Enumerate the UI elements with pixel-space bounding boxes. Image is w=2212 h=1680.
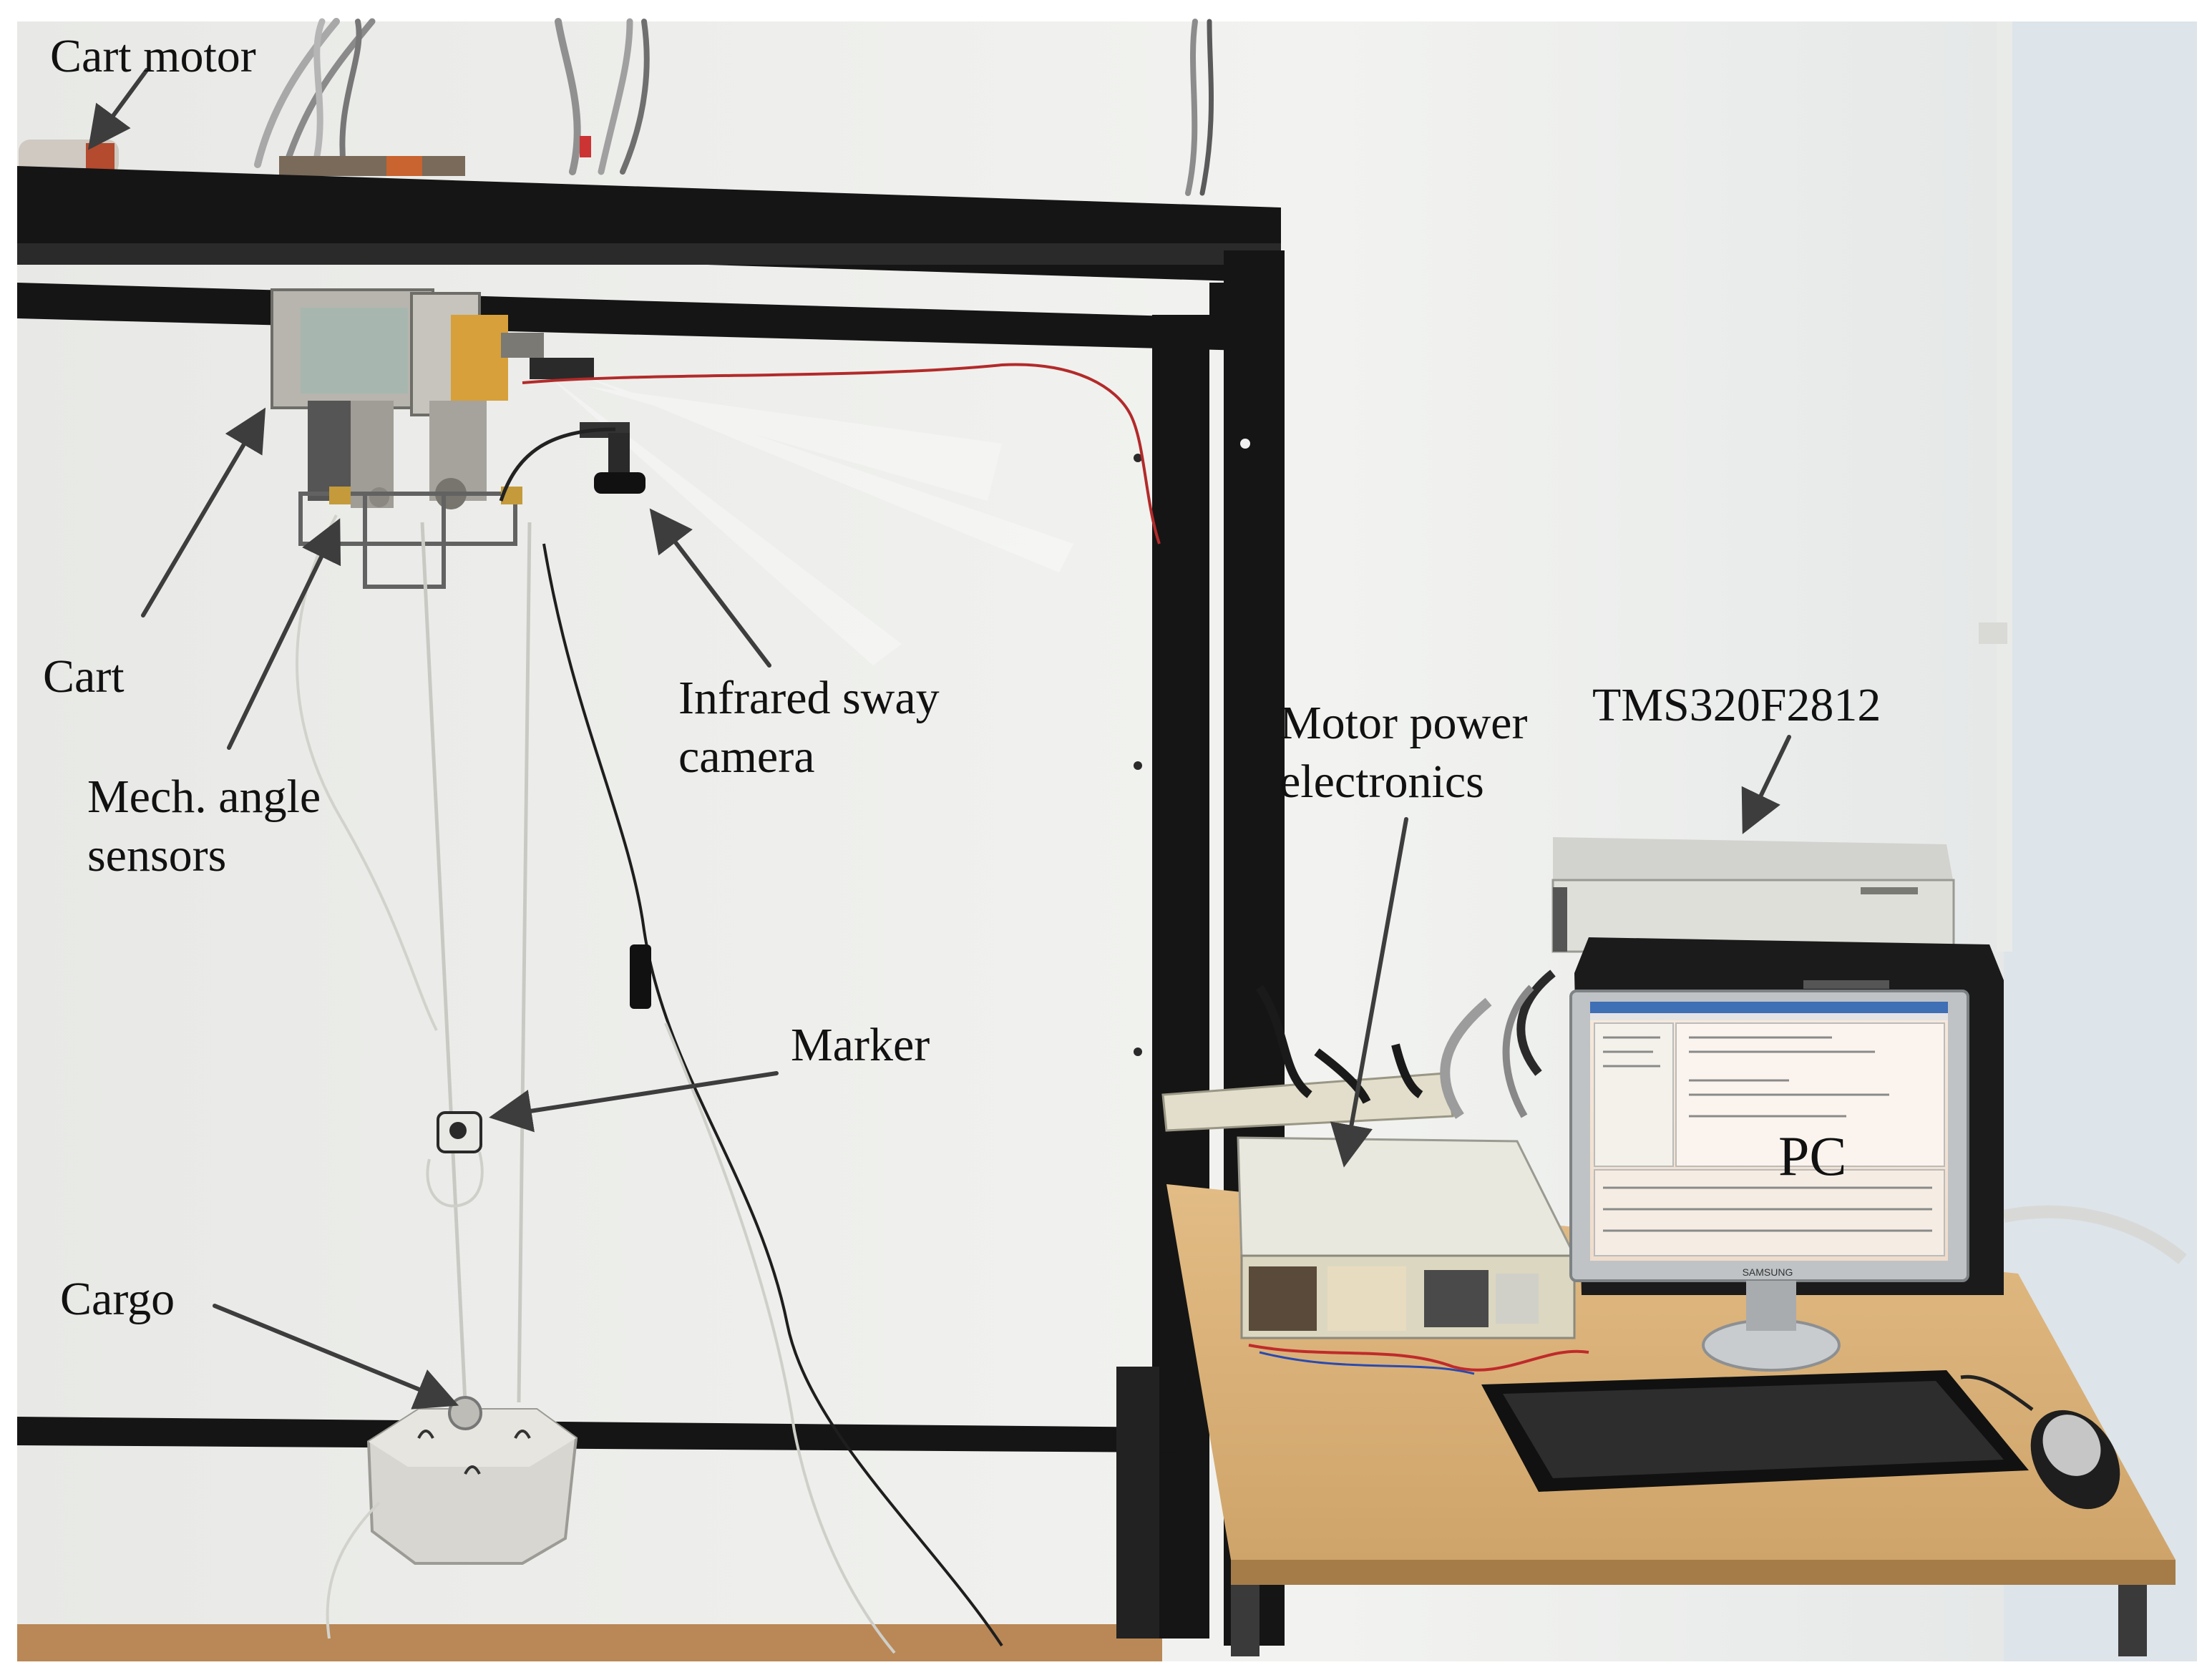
- arrow-mech-angle-sensors: [227, 518, 341, 750]
- cart-assembly: [271, 288, 594, 589]
- infrared-sway-camera: [499, 422, 645, 502]
- mouse: [1960, 1374, 2120, 1510]
- monitor-brand: SAMSUNG: [1743, 1266, 1793, 1278]
- annotation-arrows: [87, 68, 1791, 1410]
- light-reflections: [544, 372, 1073, 665]
- label-cargo: Cargo: [60, 1273, 175, 1325]
- arrow-marker: [489, 1071, 779, 1133]
- power-strip: [1161, 985, 1492, 1132]
- label-motor-power-line1: Motor power: [1280, 697, 1528, 749]
- cargo-box: [326, 1396, 578, 1639]
- label-pc: PC: [1778, 1125, 1847, 1187]
- label-marker: Marker: [791, 1019, 930, 1071]
- label-cart: Cart: [43, 650, 125, 703]
- arrow-tms320f2812: [1741, 735, 1791, 834]
- label-tms320f2812: TMS320F2812: [1592, 679, 1881, 731]
- label-motor-power-line2: electronics: [1280, 756, 1484, 808]
- label-cart-motor: Cart motor: [50, 30, 256, 82]
- arrow-infrared-camera: [649, 508, 771, 668]
- label-mech-angle-line1: Mech. angle: [87, 771, 321, 823]
- marker: [426, 1111, 484, 1208]
- monitor: SAMSUNG: [1569, 990, 1969, 1372]
- arrow-cargo: [213, 1304, 459, 1410]
- label-mech-angle-line2: sensors: [87, 829, 227, 881]
- label-infrared-line1: Infrared sway: [678, 672, 940, 724]
- arrow-cart-motor: [87, 68, 149, 150]
- motor-power-electronics: [1237, 1136, 1589, 1375]
- overhead-cables: [254, 18, 1214, 196]
- photo-background: [17, 21, 2197, 1661]
- keyboard: [1481, 1370, 2029, 1492]
- red-wire: [522, 363, 1161, 544]
- tms320f2812-unit: [1551, 837, 1955, 953]
- arrow-cart: [141, 407, 266, 617]
- pendulum-ropes: [296, 514, 1003, 1654]
- label-infrared-line2: camera: [678, 731, 815, 783]
- arrow-motor-power-electronics: [1330, 817, 1408, 1168]
- cart-motor: [19, 140, 465, 176]
